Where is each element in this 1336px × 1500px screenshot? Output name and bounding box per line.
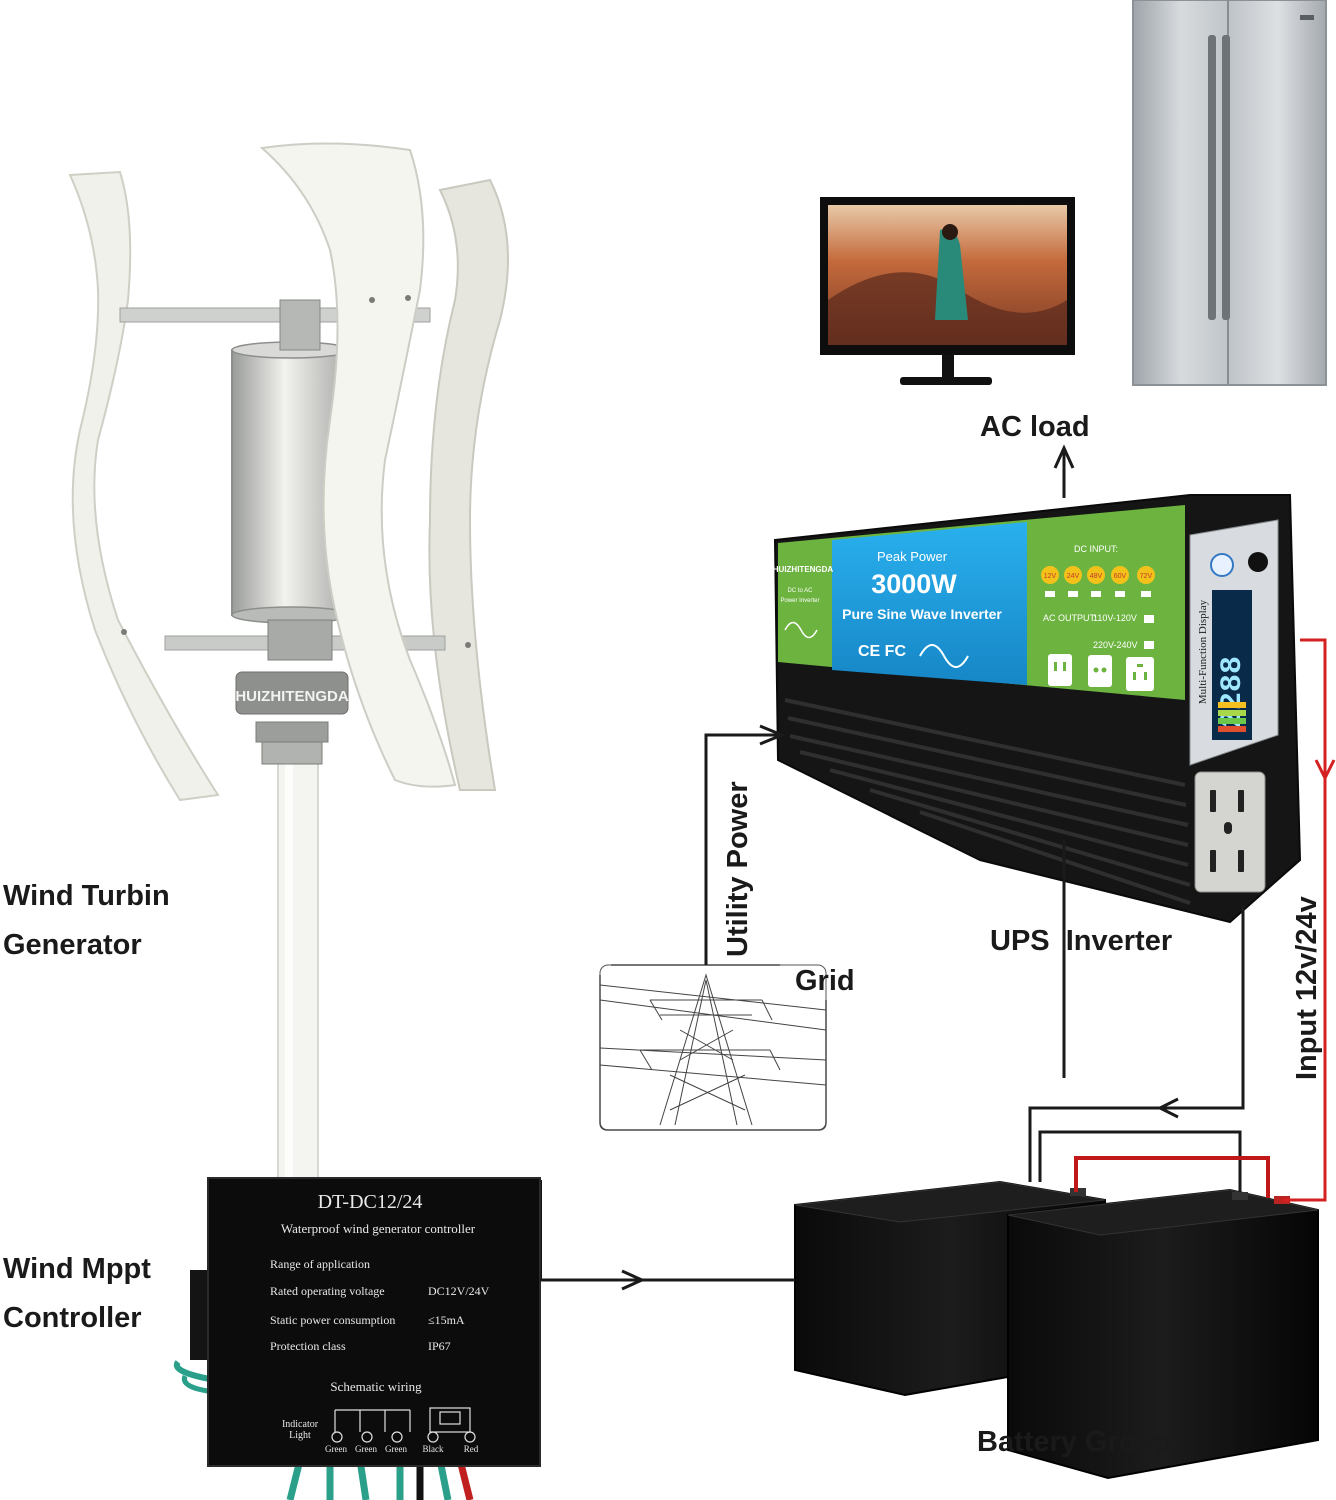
controller-spec-name-0: Rated operating voltage <box>270 1284 385 1298</box>
controller-body <box>207 1177 541 1467</box>
controller-model: DT-DC12/24 <box>318 1191 423 1213</box>
grid-tower <box>599 964 827 1131</box>
label-ups-inverter: UPS Inverter <box>990 925 1172 957</box>
turbine-brand-ring <box>235 671 349 715</box>
wind-turbine: HUIZHITENGDA <box>68 142 509 1181</box>
inverter-dc-input-label: DC INPUT: <box>1074 544 1118 554</box>
dc-voltage-0: 12V <box>1044 573 1057 580</box>
pure-sine-wave-inverter: HUIZHITENGDA DC to AC Power Inverter Pea… <box>773 494 1302 924</box>
inverter-type: Pure Sine Wave Inverter <box>842 606 1002 622</box>
inverter-ac-out-2: 220V-240V <box>1093 640 1138 650</box>
inverter-power: 3000W <box>871 569 957 599</box>
controller-terminal-2: Green <box>385 1444 407 1454</box>
inverter-battery-black-wire <box>1028 905 1245 1182</box>
inverter-socket-icons <box>1048 654 1154 691</box>
tv-monitor <box>820 197 1075 385</box>
controller-spec-name-2: Protection class <box>270 1339 346 1353</box>
label-wind-turbine-1: Wind Turbin <box>3 880 170 912</box>
label-wind-turbine-2: Generator <box>3 929 142 961</box>
inverter-display-title: Multi-Function Display <box>1197 599 1209 704</box>
controller-schematic-symbols <box>331 1407 476 1443</box>
controller-spec-value-1: ≤15mA <box>428 1313 465 1327</box>
turbine-brand: HUIZHITENGDA <box>235 688 348 705</box>
input-red-wire <box>1282 638 1327 1202</box>
label-battery-group: Battery Group <box>977 1426 1172 1458</box>
battery-2 <box>1007 1188 1319 1480</box>
turbine-blade-front <box>259 142 457 788</box>
wind-mppt-controller: DT-DC12/24 Waterproof wind generator con… <box>173 1177 542 1500</box>
battery-group <box>794 1180 1319 1480</box>
grid-frame <box>599 964 827 1131</box>
dc-voltage-3: 60V <box>1114 573 1127 580</box>
controller-spec-header: Range of application <box>270 1257 370 1271</box>
inverter-brand: HUIZHITENGDA <box>773 565 834 574</box>
label-ac-load: AC load <box>980 411 1090 443</box>
inverter-brand-sub1: DC to AC <box>787 588 813 594</box>
inverter-cert: CE FC <box>858 643 906 660</box>
inverter-dc-voltages: 12V 24V 48V 60V 72V <box>1041 566 1155 597</box>
controller-spec-value-2: IP67 <box>428 1339 451 1353</box>
controller-wiring-title: Schematic wiring <box>330 1379 422 1394</box>
controller-indicator-label2: Light <box>289 1430 311 1441</box>
inverter-ac-out-1: 110V-120V <box>1093 613 1137 623</box>
turbine-blade-back <box>428 178 509 791</box>
label-utility-power: Utility Power <box>722 781 754 957</box>
label-wind-mppt-2: Controller <box>3 1302 142 1334</box>
inverter-battery-bars <box>1218 702 1246 732</box>
controller-indicator-label: Indicator <box>282 1419 319 1430</box>
dc-voltage-4: 72V <box>1140 573 1153 580</box>
controller-spec-name-1: Static power consumption <box>270 1313 395 1327</box>
label-grid: Grid <box>795 965 855 997</box>
turbine-pole <box>277 759 319 1181</box>
controller-terminal-4: Red <box>464 1444 479 1454</box>
inverter-peak-label: Peak Power <box>877 549 948 564</box>
controller-terminal-1: Green <box>355 1444 377 1454</box>
inverter-ac-output-label: AC OUTPUT: <box>1043 613 1097 623</box>
inverter-display-value: 2288 <box>1216 656 1250 728</box>
refrigerator <box>1132 0 1327 386</box>
label-input: Input 12v/24v <box>1291 896 1323 1080</box>
inverter-brand-sub2: Power Inverter <box>780 598 819 604</box>
dc-voltage-2: 48V <box>1090 573 1103 580</box>
turbine-blade-left <box>68 170 220 802</box>
dc-voltage-1: 24V <box>1067 573 1080 580</box>
controller-terminal-0: Green <box>325 1444 347 1454</box>
label-wind-mppt-1: Wind Mppt <box>3 1253 151 1285</box>
controller-subtitle: Waterproof wind generator controller <box>281 1221 476 1236</box>
utility-power-wire <box>704 733 780 965</box>
wiring <box>540 444 1336 1291</box>
controller-spec-value-0: DC12V/24V <box>428 1284 490 1298</box>
inverter-blue-panel <box>832 522 1027 685</box>
controller-terminal-3: Black <box>423 1444 444 1454</box>
